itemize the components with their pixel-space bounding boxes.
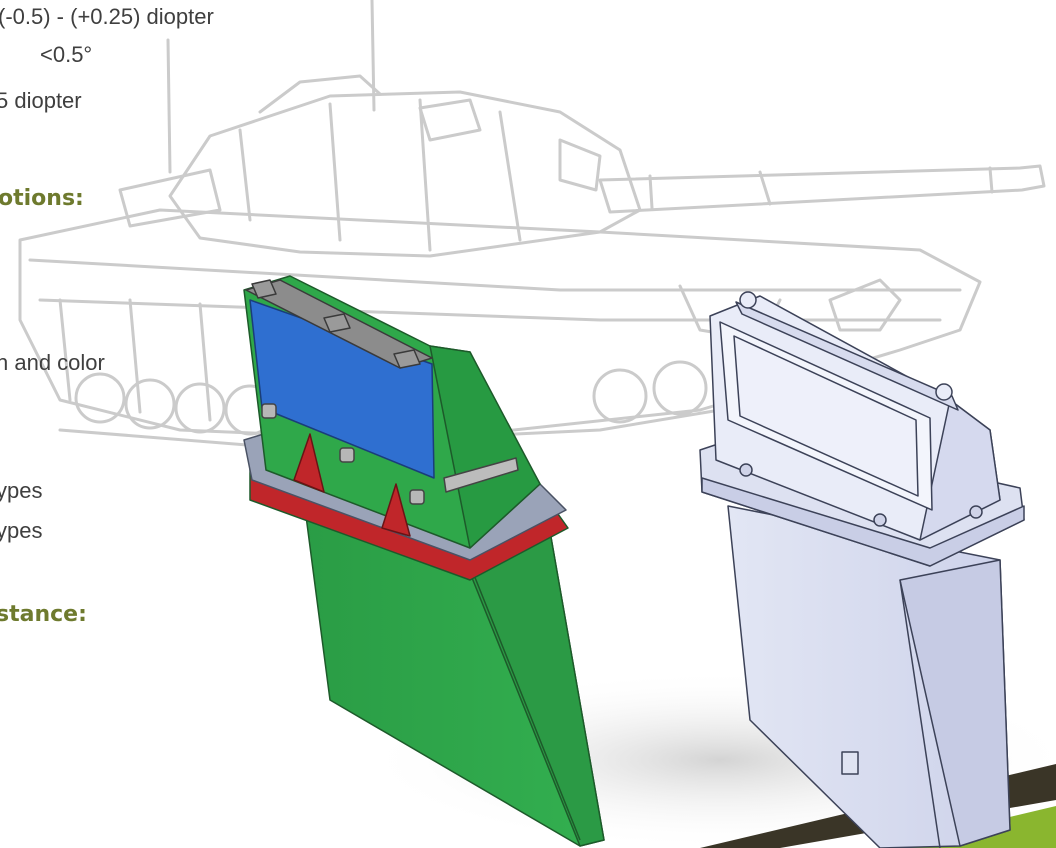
section-heading-distance: stance: xyxy=(0,602,87,627)
spec-line-types-2: ypes xyxy=(0,518,43,543)
spec-line-diopter-range: (-0.5) - (+0.25) diopter xyxy=(0,4,214,29)
section-heading-options: otions: xyxy=(0,186,84,211)
spec-line-color: h and color xyxy=(0,350,105,375)
white-display-unit xyxy=(699,291,1025,848)
spec-line-angle: <0.5° xyxy=(40,42,93,67)
green-display-unit xyxy=(243,275,605,847)
spec-line-diopter: 5 diopter xyxy=(0,88,82,113)
spec-line-types-1: ypes xyxy=(0,478,43,503)
